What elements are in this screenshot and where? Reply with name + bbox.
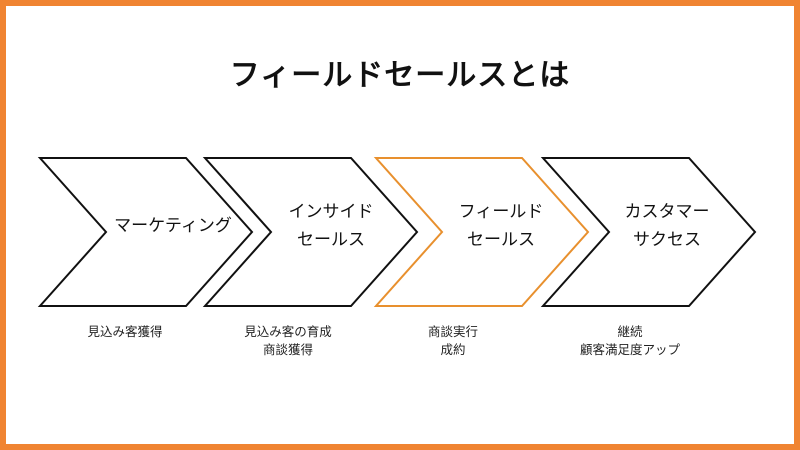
- chevron-inside-sales: [202, 157, 419, 307]
- process-flow-diagram: [37, 157, 757, 307]
- chevron-field-sales: [373, 157, 590, 307]
- chevron-marketing: [37, 157, 254, 307]
- stage-label-customer-success: カスタマー サクセス: [624, 202, 710, 250]
- caption-field-sales: 商談実行 成約: [427, 324, 479, 357]
- slide-title: フィールドセールスとは: [229, 58, 571, 93]
- caption-marketing: 見込み客獲得: [87, 324, 163, 339]
- stage-label-inside-sales: インサイド セールス: [288, 202, 374, 250]
- stage-label-marketing: マーケティング: [114, 216, 232, 236]
- caption-inside-sales: 見込み客の育成 商談獲得: [244, 324, 332, 357]
- stage-label-field-sales: フィールド セールス: [458, 202, 544, 250]
- chevron-customer-success: [540, 157, 757, 307]
- caption-customer-success: 継続 顧客満足度アップ: [579, 324, 681, 357]
